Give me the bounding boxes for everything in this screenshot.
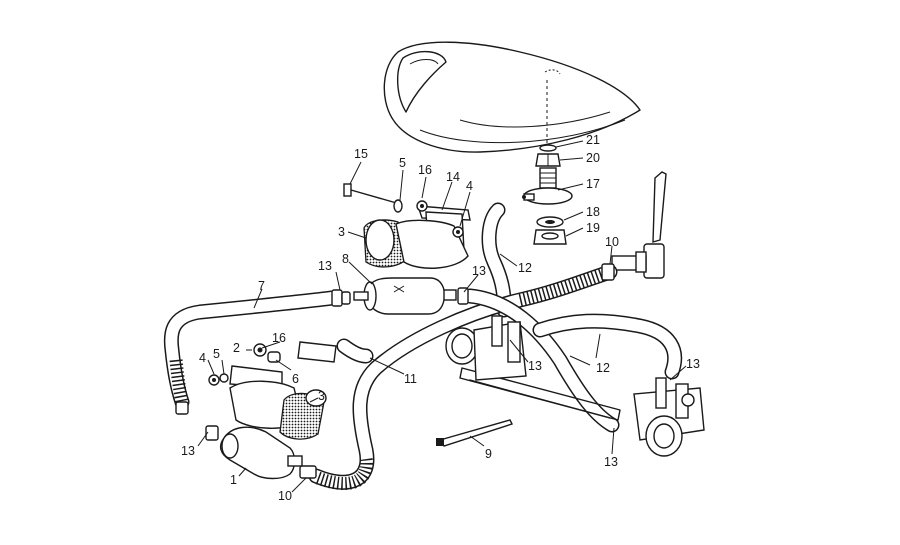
callout-12-upper: 12 [518,261,532,275]
callout-15: 15 [354,147,368,161]
hose-12-upper [481,202,512,318]
callout-13-a: 13 [318,259,332,273]
throttle-body-rail [459,367,621,421]
short-elbow-hose [336,338,374,364]
nut-4-lower [208,374,220,386]
callout-13-d: 13 [686,357,700,371]
callout-14: 14 [446,170,460,184]
callout-4-upper: 4 [466,179,473,193]
fuel-tank-outline [383,41,641,153]
callout-13-c: 13 [528,359,542,373]
fuel-tap-filter-screen [533,229,567,245]
grommet-16-upper [416,200,428,212]
callout-16-upper: 16 [418,163,432,177]
throttle-body-right [633,377,705,457]
callout-7: 7 [258,279,265,293]
fuel-tap-body [522,167,573,205]
callout-16-lower: 16 [272,331,286,345]
callout-13-f: 13 [181,444,195,458]
tank-outlet-washer [539,144,557,152]
callout-3-upper: 3 [338,225,345,239]
callout-5-upper: 5 [399,156,406,170]
hose-clamp [457,287,469,305]
callout-6: 6 [292,372,299,386]
callout-13-e: 13 [604,455,618,469]
callout-3-lower: 3 [318,389,325,403]
callout-5-lower: 5 [213,347,220,361]
callout-13-b: 13 [472,264,486,278]
callout-20: 20 [586,151,600,165]
callout-18: 18 [586,205,600,219]
bracket-bolt-4-upper [452,226,464,238]
leader-lines [197,140,687,493]
callout-10-upper: 10 [605,235,619,249]
callout-2: 2 [233,341,240,355]
callout-labels: 1 2 3 3 4 4 5 5 6 7 8 9 10 10 11 12 12 1… [181,133,700,503]
grommet-16-lower [253,343,267,357]
callout-8: 8 [342,252,349,266]
callout-19: 19 [586,221,600,235]
hose-11-braided [308,264,618,490]
fuel-filter-8 [353,277,457,315]
callout-9: 9 [485,447,492,461]
hose-7-braided [163,290,340,410]
hose-clamp [601,263,615,281]
callout-17: 17 [586,177,600,191]
spacer-6 [267,351,281,363]
hose-12-lower [462,288,683,433]
fuel-tap-gasket [536,216,564,228]
callout-12-lower: 12 [596,361,610,375]
nut-5-lower [219,373,229,383]
tank-outlet-nut [535,153,561,167]
callout-10-lower: 10 [278,489,292,503]
bolt-15 [343,183,401,205]
throttle-body-left [445,315,527,381]
hose-clamp [331,289,351,307]
cable-tie-9 [436,419,513,447]
callout-1: 1 [230,473,237,487]
callout-4-lower: 4 [199,351,206,365]
callout-11: 11 [404,372,417,386]
breather-valve [611,171,667,279]
hose-clamp [175,401,189,415]
callout-21: 21 [586,133,600,147]
fuel-pump-1 [205,425,303,480]
washer-5-upper [393,199,403,213]
hose-clamp [299,465,317,479]
fuel-pump-body-upper [395,219,469,269]
